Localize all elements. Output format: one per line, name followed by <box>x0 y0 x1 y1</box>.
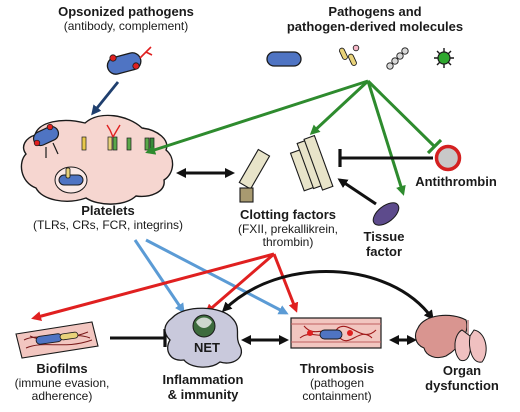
platelets-label: Platelets (TLRs, CRs, FCR, integrins) <box>4 203 212 232</box>
net-cell-icon <box>164 307 243 368</box>
biofilms-subtitle-1: (immune evasion, <box>14 375 110 390</box>
clotting-subtitle-1: (FXII, prekallikrein, <box>237 221 339 236</box>
bound-pathogen-icon <box>32 123 60 158</box>
biofilm-icon <box>15 321 99 359</box>
organ-title-2: dysfunction <box>425 377 499 393</box>
clotting-outcome-arrows <box>31 252 299 322</box>
net-organ-arrow <box>221 269 434 321</box>
tissue-factor-icon <box>372 202 400 226</box>
antithrombin-inhibition <box>338 149 433 167</box>
antithrombin-label: Antithrombin <box>406 174 506 190</box>
clotting-subtitle-2: thrombin) <box>262 235 314 250</box>
platelet-outcome-arrows <box>133 238 289 315</box>
organ-dysfunction-label: Organ dysfunction <box>412 363 512 393</box>
platelet-shape <box>20 114 174 205</box>
net-label: NET <box>188 340 226 356</box>
streptococcus-chain-icon <box>386 47 409 70</box>
inflammation-title-1: Inflammation <box>162 372 244 387</box>
thrombosis-vessel-icon <box>290 317 382 349</box>
organ-title-1: Organ <box>442 363 482 378</box>
biofilms-subtitle-2: adherence) <box>31 389 93 404</box>
clotting-factors-label: Clotting factors (FXII, prekallikrein, t… <box>220 207 356 250</box>
opsonized-subtitle: (antibody, complement) <box>63 18 189 33</box>
tissue-factor-arrow <box>337 178 377 206</box>
opsonized-pathogens-label: Opsonized pathogens (antibody, complemen… <box>26 4 226 33</box>
opsonization-arrow <box>91 81 120 116</box>
biofilms-label: Biofilms (immune evasion, adherence) <box>2 361 122 404</box>
antithrombin-title: Antithrombin <box>415 174 497 189</box>
thrombosis-subtitle-2: containment) <box>302 389 372 404</box>
clotting-factor-rods <box>238 134 334 203</box>
platelets-title: Platelets <box>81 203 135 218</box>
liver-lung-icon <box>414 314 487 363</box>
opsonized-pathogen-icon <box>106 46 153 75</box>
tissue-factor-title-2: factor <box>365 243 403 259</box>
biofilms-title: Biofilms <box>36 361 88 376</box>
inflammation-label: Inflammation & immunity <box>148 372 258 402</box>
pathogens-title-2: pathogen-derived molecules <box>286 18 464 34</box>
pathogen-activation-arrows <box>145 79 443 196</box>
small-bacteria-icon <box>339 44 360 66</box>
pathogens-label: Pathogens and pathogen-derived molecules <box>265 4 485 34</box>
spiky-virus-icon <box>434 48 454 68</box>
tissue-factor-label: Tissue factor <box>354 229 414 259</box>
inflammation-title-2: & immunity <box>167 386 239 402</box>
biofilm-inhibition <box>110 329 167 347</box>
thrombosis-title: Thrombosis <box>299 361 375 376</box>
platelets-subtitle: (TLRs, CRs, FCR, integrins) <box>32 217 184 232</box>
thrombosis-label: Thrombosis (pathogen containment) <box>282 361 392 404</box>
antithrombin-icon <box>434 144 462 172</box>
clotting-title: Clotting factors <box>239 207 337 222</box>
pathogens-title-1: Pathogens and <box>328 4 422 19</box>
platelet-receptors <box>81 124 155 151</box>
thrombosis-subtitle-1: (pathogen <box>309 375 365 390</box>
opsonized-title: Opsonized pathogens <box>58 4 194 19</box>
tissue-factor-title-1: Tissue <box>363 229 405 244</box>
rod-bacterium-icon <box>266 51 302 67</box>
net-title: NET <box>194 340 220 355</box>
